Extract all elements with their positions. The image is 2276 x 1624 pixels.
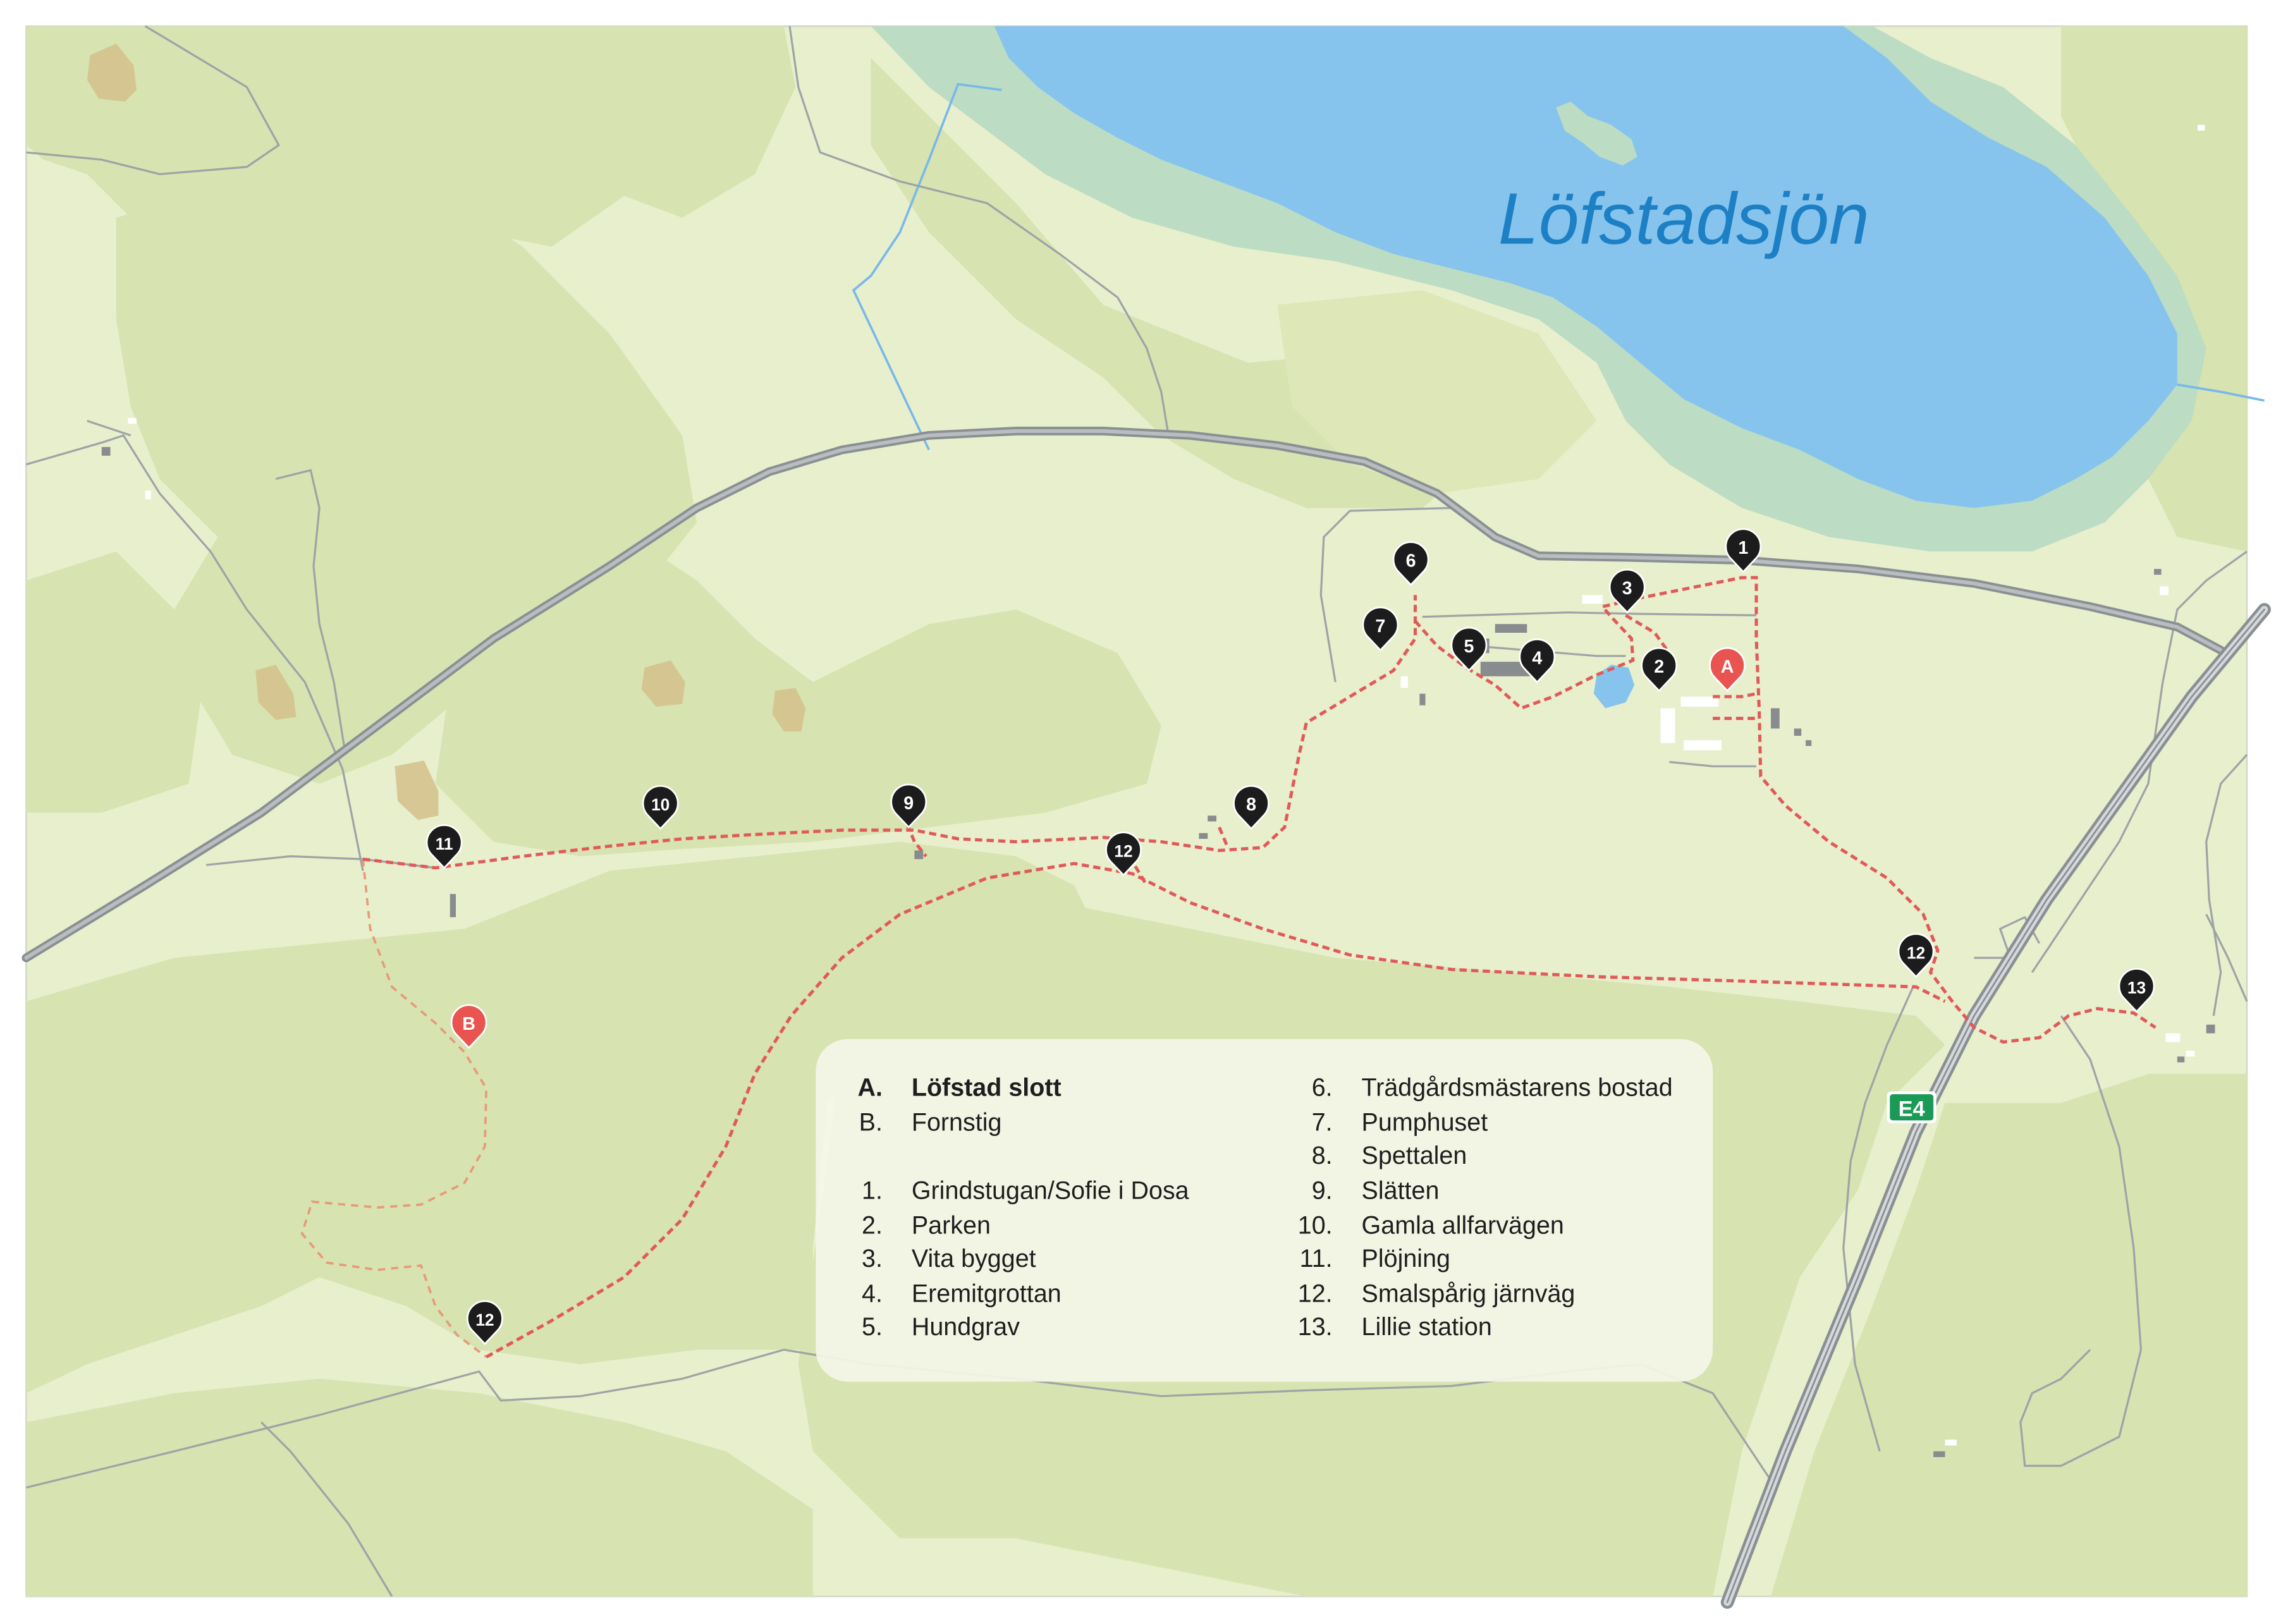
legend-item-12: Smalspårig järnväg	[1362, 1279, 1575, 1307]
marker-label: 4	[1532, 648, 1542, 668]
marker-8[interactable]: 8	[1233, 785, 1270, 830]
streams	[852, 83, 2265, 451]
pond	[1593, 664, 1635, 709]
marker-label: 3	[1622, 578, 1632, 599]
marker-label: 6	[1406, 551, 1416, 571]
terrain-patches	[87, 43, 806, 821]
marker-label: B	[462, 1014, 475, 1034]
legend-item-11: Plöjning	[1362, 1245, 1450, 1273]
marker-label: 2	[1654, 657, 1664, 677]
marker-3[interactable]: 3	[1608, 568, 1646, 614]
legend-item-7: Pumphuset	[1362, 1108, 1488, 1136]
map-pin-icon	[1233, 785, 1270, 830]
map-pin-icon	[1641, 647, 1678, 692]
legend-key-6: 6.	[1312, 1073, 1333, 1101]
map-pin-icon	[890, 783, 927, 829]
marker-12[interactable]: 12	[1897, 933, 1935, 979]
map-pin-icon	[1709, 647, 1746, 692]
legend-item-fornstig: Fornstig	[912, 1108, 1002, 1136]
legend-item-8: Spettalen	[1362, 1142, 1467, 1169]
map-pin-icon	[425, 824, 463, 869]
legend-item-6: Trädgårdsmästarens bostad	[1362, 1073, 1673, 1101]
legend-key-4: 4.	[862, 1279, 883, 1307]
legend-key-3: 3.	[862, 1245, 883, 1273]
marker-6[interactable]: 6	[1392, 541, 1429, 587]
map-pin-icon	[1450, 626, 1488, 672]
map-pin-icon	[2118, 968, 2155, 1013]
marker-13[interactable]: 13	[2118, 968, 2155, 1013]
legend-key-b: B.	[859, 1108, 883, 1136]
map-pin-icon	[1608, 568, 1646, 614]
legend-key-2: 2.	[862, 1211, 883, 1239]
legend-key-10: 10.	[1298, 1211, 1333, 1239]
legend-item-lofstad-slott: Löfstad slott	[912, 1073, 1062, 1101]
marker-label: 12	[1114, 842, 1132, 861]
marker-1[interactable]: 1	[1725, 528, 1762, 573]
marker-10[interactable]: 10	[642, 785, 679, 830]
legend-key-12: 12.	[1298, 1279, 1333, 1307]
map-pin-icon	[1519, 638, 1556, 684]
marker-7[interactable]: 7	[1362, 606, 1399, 652]
legend-item-3: Vita bygget	[912, 1245, 1036, 1273]
marker-label: 10	[651, 795, 670, 814]
marker-12[interactable]: 12	[466, 1300, 503, 1345]
legend: A. Löfstad slott B. Fornstig 1. Grindstu…	[816, 1039, 1713, 1382]
legend-item-4: Eremitgrottan	[912, 1279, 1062, 1307]
legend-key-5: 5.	[862, 1313, 883, 1341]
e4-road-sign: E4	[1887, 1091, 1936, 1123]
legend-key-a: A.	[857, 1073, 882, 1101]
lake	[994, 26, 2177, 508]
legend-item-1: Grindstugan/Sofie i Dosa	[912, 1176, 1189, 1204]
marker-label: 13	[2127, 978, 2146, 997]
marker-label: 11	[436, 834, 453, 853]
marker-label: 7	[1375, 616, 1385, 637]
legend-key-11: 11.	[1300, 1245, 1333, 1273]
road-sign-label: E4	[1899, 1097, 1925, 1121]
legend-key-9: 9.	[1312, 1176, 1333, 1204]
map-pin-icon	[450, 1004, 487, 1049]
legend-item-5: Hundgrav	[912, 1313, 1020, 1341]
marker-9[interactable]: 9	[890, 783, 927, 829]
map-pin-icon	[1392, 541, 1429, 587]
legend-key-8: 8.	[1312, 1142, 1333, 1169]
marker-12[interactable]: 12	[1105, 831, 1142, 877]
legend-key-1: 1.	[862, 1176, 883, 1204]
legend-item-10: Gamla allfarvägen	[1362, 1211, 1564, 1239]
marker-label: 8	[1246, 795, 1256, 815]
marker-5[interactable]: 5	[1450, 626, 1488, 672]
map-pin-icon	[466, 1300, 503, 1345]
legend-key-13: 13.	[1298, 1313, 1333, 1341]
marker-11[interactable]: 11	[425, 824, 463, 869]
lake-name-label: Löfstadsjön	[1498, 179, 1869, 260]
marker-b[interactable]: B	[450, 1004, 487, 1049]
marker-label: 1	[1738, 538, 1748, 558]
marker-2[interactable]: 2	[1641, 647, 1678, 692]
marker-label: 12	[1907, 943, 1925, 962]
map-pin-icon	[1362, 606, 1399, 652]
marker-label: 5	[1464, 637, 1474, 657]
legend-item-2: Parken	[912, 1211, 991, 1239]
map-pin-icon	[1725, 528, 1762, 573]
marker-label: 12	[475, 1310, 494, 1329]
forest-areas	[26, 26, 2247, 1597]
map-pin-icon	[1105, 831, 1142, 877]
marker-a[interactable]: A	[1709, 647, 1746, 692]
lake-island	[1556, 101, 1637, 166]
marker-label: A	[1721, 657, 1734, 677]
main-roads	[21, 426, 2271, 1609]
legend-key-7: 7.	[1312, 1108, 1333, 1136]
legend-panel	[816, 1039, 1713, 1382]
legend-item-13: Lillie station	[1362, 1313, 1492, 1341]
marker-label: 9	[903, 793, 914, 814]
marker-4[interactable]: 4	[1519, 638, 1556, 684]
legend-item-9: Slätten	[1362, 1176, 1440, 1204]
buildings	[101, 125, 2215, 1457]
map-pin-icon	[642, 785, 679, 830]
map-pin-icon	[1897, 933, 1935, 979]
